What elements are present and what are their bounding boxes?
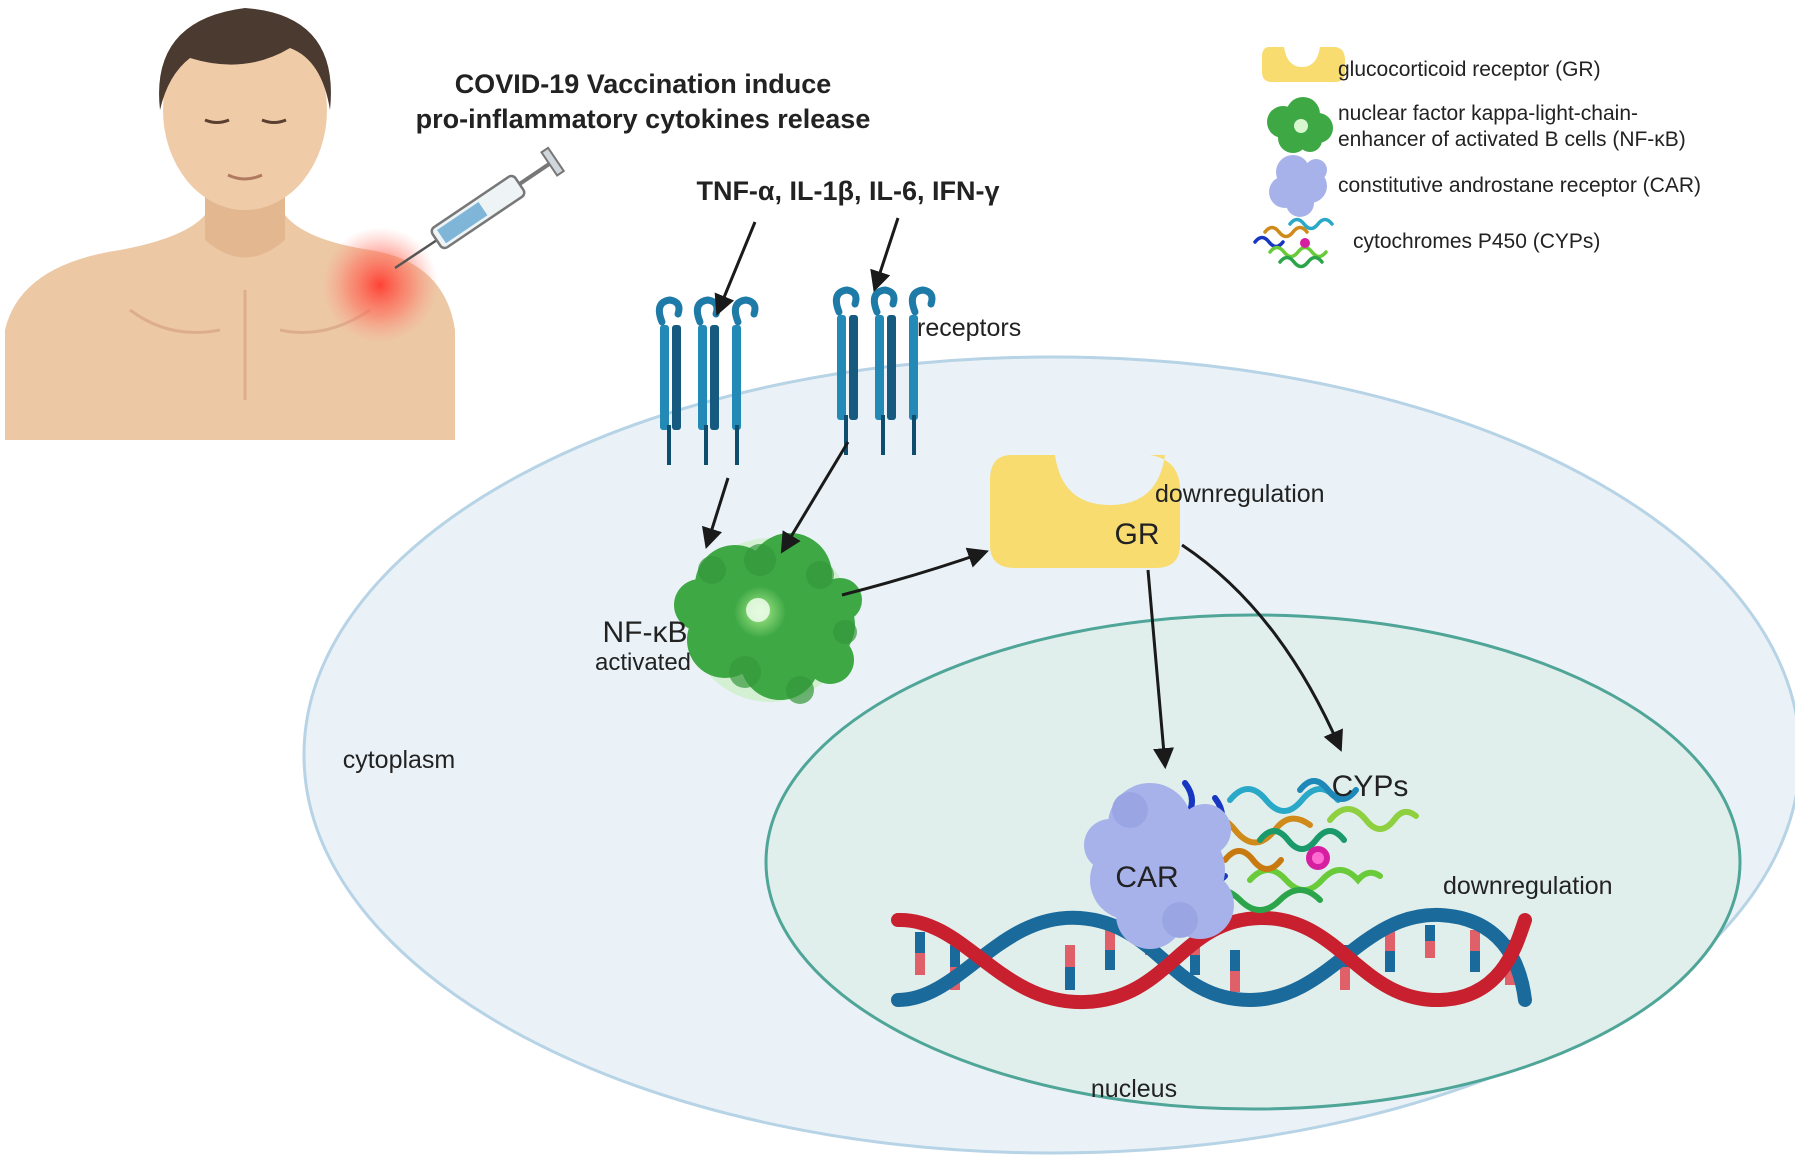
- car-protein-icon: [1269, 155, 1327, 217]
- car-label: CAR: [1115, 861, 1178, 894]
- legend-cyp-text: cytochromes P450 (CYPs): [1353, 230, 1600, 253]
- gr-receptor: [990, 455, 1180, 568]
- arrow-gr-to-car: [1146, 569, 1175, 770]
- patient-closed-eyes: [204, 118, 287, 124]
- nfkb-state-label: activated: [595, 649, 691, 676]
- title-line-1: COVID-19 Vaccination induce: [455, 69, 832, 99]
- car-protein: [1084, 783, 1234, 949]
- injection-inflammation: [322, 227, 438, 343]
- nfkb-label: NF-κB: [603, 616, 688, 649]
- legend-gr-text: glucocorticoid receptor (GR): [1338, 58, 1601, 81]
- patient-illustration: [5, 8, 566, 440]
- cyp-protein-structure: [1192, 778, 1419, 913]
- patient-hair: [159, 8, 331, 110]
- gr-label: GR: [1115, 518, 1160, 551]
- dna-double-helix: [891, 907, 1532, 1010]
- gr-effect-label: downregulation: [1155, 480, 1325, 508]
- arrow-nfkb-to-gr: [841, 547, 989, 597]
- legend-nfkb-text-2: enhancer of activated B cells (NF-κB): [1338, 128, 1686, 151]
- patient-mouth: [227, 173, 263, 181]
- syringe-icon: [394, 146, 566, 270]
- title-line-2: pro-inflammatory cytokines release: [416, 104, 871, 134]
- cytoplasm-label: cytoplasm: [343, 746, 456, 774]
- arrow-right-receptor-to-nfkb: [780, 441, 850, 554]
- gr-shape-icon: [1262, 47, 1345, 82]
- cyps-label: CYPs: [1332, 770, 1409, 803]
- legend: glucocorticoid receptor (GR) nuclear fac…: [1253, 47, 1701, 269]
- nfkb-protein: [674, 533, 862, 704]
- receptors-label: receptors: [917, 314, 1021, 342]
- pathway-arrows: [702, 217, 1343, 770]
- arrow-cytokine-to-right-receptor: [870, 217, 900, 292]
- legend-nfkb-text-1: nuclear factor kappa-light-chain-: [1338, 102, 1638, 125]
- nfkb-protein-icon: [1267, 97, 1333, 153]
- cyp-structure-icon: [1253, 217, 1334, 269]
- cyps-effect-label: downregulation: [1443, 872, 1613, 900]
- arrow-left-receptor-to-nfkb: [702, 477, 730, 550]
- cytokine-list: TNF-α, IL-1β, IL-6, IFN-γ: [696, 176, 999, 206]
- legend-car-text: constitutive androstane receptor (CAR): [1338, 174, 1701, 197]
- arrow-gr-to-cyps: [1181, 543, 1343, 752]
- nucleus-label: nucleus: [1091, 1075, 1177, 1103]
- arrow-cytokine-to-left-receptor: [714, 221, 757, 316]
